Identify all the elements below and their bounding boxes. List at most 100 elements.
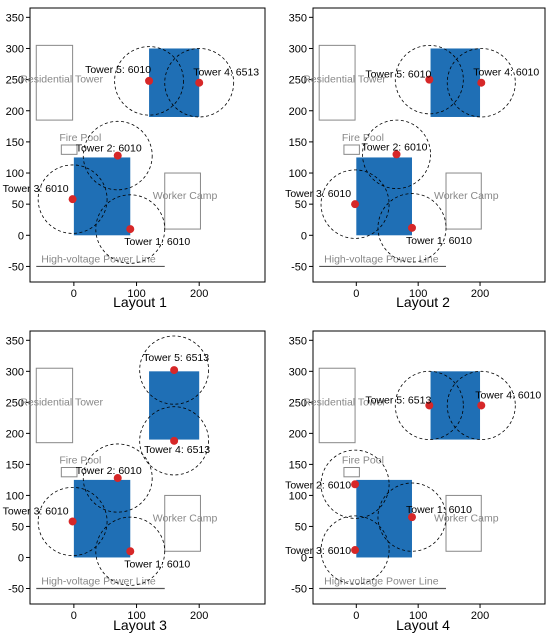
y-tick-label: 200 (6, 428, 24, 440)
tower-point-2 (113, 474, 122, 483)
residential-tower-label: Residential Tower (303, 396, 386, 408)
tower-label-3: Tower 3: 6010 (3, 183, 69, 195)
y-tick-label: 350 (289, 335, 307, 347)
residential-tower-label: Residential Tower (20, 396, 103, 408)
x-tick-label: 200 (471, 288, 489, 300)
tower-point-4 (195, 78, 204, 87)
fire-pool-label: Fire Pool (59, 455, 101, 467)
fire-pool-outline (343, 144, 360, 155)
tower-label-3: Tower 3: 6010 (3, 505, 69, 517)
residential-tower-label: Residential Tower (20, 74, 103, 86)
coverage-circle-1 (95, 516, 166, 586)
x-tick-label: 200 (190, 610, 208, 622)
coverage-circle-3 (320, 169, 390, 239)
layout-title: Layout 1 (113, 294, 167, 310)
coverage-circle-2 (82, 120, 153, 191)
fire-pool-outline (60, 144, 78, 155)
y-tick-label: 100 (6, 168, 24, 180)
building-2 (149, 48, 200, 117)
power-line-label: High-voltage Power Line (41, 253, 156, 265)
fire-pool-label: Fire Pool (342, 455, 384, 467)
tower-point-3 (68, 195, 77, 204)
coverage-circle-5 (394, 44, 464, 115)
tower-label-1: Tower 1: 6010 (406, 504, 472, 516)
tower-label-1: Tower 1: 6010 (124, 558, 190, 570)
worker-camp-outline (445, 494, 482, 552)
y-tick-label: 300 (289, 366, 307, 378)
tower-point-1 (126, 225, 135, 234)
x-tick-label: 200 (471, 610, 489, 622)
y-tick-label: 100 (289, 490, 307, 502)
fire-pool-label: Fire Pool (59, 132, 101, 144)
tower-label-2: Tower 2: 6010 (76, 143, 142, 155)
building-1 (73, 157, 131, 236)
building-2 (149, 371, 200, 440)
tower-label-2: Tower 2: 6010 (362, 141, 428, 153)
residential-tower-label: Residential Tower (303, 74, 386, 86)
power-line-label: High-voltage Power Line (324, 575, 439, 587)
coverage-circle-4 (446, 370, 516, 440)
y-tick-label: -50 (8, 261, 24, 273)
y-tick-label: 0 (301, 552, 307, 564)
worker-camp-outline (164, 172, 201, 230)
power-line-label: High-voltage Power Line (324, 253, 439, 265)
y-tick-label: 0 (18, 230, 24, 242)
panel-frame (312, 330, 546, 605)
tower-label-4: Tower 4: 6513 (193, 67, 259, 79)
worker-camp-label: Worker Camp (153, 190, 218, 202)
coverage-circle-1 (95, 194, 166, 264)
coverage-circle-5 (114, 46, 184, 116)
y-tick-label: 300 (6, 43, 24, 55)
tower-point-3 (351, 200, 360, 209)
residential-tower-outline (35, 44, 74, 121)
y-tick-label: 350 (6, 335, 24, 347)
coverage-circle-3 (37, 486, 108, 557)
fire-pool-outline (60, 467, 78, 478)
y-tick-label: 200 (289, 428, 307, 440)
coverage-circle-2 (320, 449, 390, 519)
coverage-circle-3 (37, 164, 108, 234)
y-tick-label: 150 (289, 459, 307, 471)
tower-point-3 (351, 546, 360, 555)
layout-title: Layout 4 (396, 617, 450, 633)
tower-label-3: Tower 3: 6010 (285, 188, 351, 200)
tower-point-1 (407, 513, 416, 522)
coverage-circle-5 (139, 335, 209, 405)
coverage-circle-1 (377, 482, 447, 552)
tower-point-5 (145, 76, 154, 85)
panel-frame (312, 7, 546, 283)
y-tick-label: 250 (289, 75, 307, 87)
y-tick-label: -50 (8, 583, 24, 595)
y-tick-label: 50 (12, 521, 24, 533)
worker-camp-label: Worker Camp (153, 512, 218, 524)
residential-tower-outline (35, 367, 74, 444)
y-tick-label: 100 (289, 168, 307, 180)
y-tick-label: 350 (289, 12, 307, 24)
coverage-circle-4 (446, 48, 516, 118)
y-tick-label: 0 (301, 230, 307, 242)
x-tick-label: 100 (409, 288, 427, 300)
y-tick-label: 0 (18, 552, 24, 564)
y-tick-label: 300 (289, 43, 307, 55)
y-tick-label: 250 (6, 75, 24, 87)
coverage-circle-1 (377, 193, 447, 263)
coverage-circle-4 (139, 406, 209, 476)
y-tick-label: 250 (289, 397, 307, 409)
tower-label-4: Tower 4: 6513 (144, 444, 210, 456)
y-tick-label: 150 (6, 137, 24, 149)
building-2 (430, 371, 481, 440)
fire-pool-label: Fire Pool (342, 132, 384, 144)
panel-frame (29, 7, 266, 283)
power-line-label: High-voltage Power Line (41, 575, 156, 587)
tower-label-5: Tower 5: 6010 (85, 64, 151, 76)
worker-camp-outline (164, 494, 201, 552)
y-tick-label: -50 (291, 261, 307, 273)
tower-point-1 (407, 223, 416, 232)
x-tick-label: 100 (409, 610, 427, 622)
x-tick-label: 0 (353, 288, 359, 300)
tower-point-4 (170, 436, 179, 445)
y-tick-label: -50 (291, 583, 307, 595)
tower-point-4 (477, 78, 486, 87)
